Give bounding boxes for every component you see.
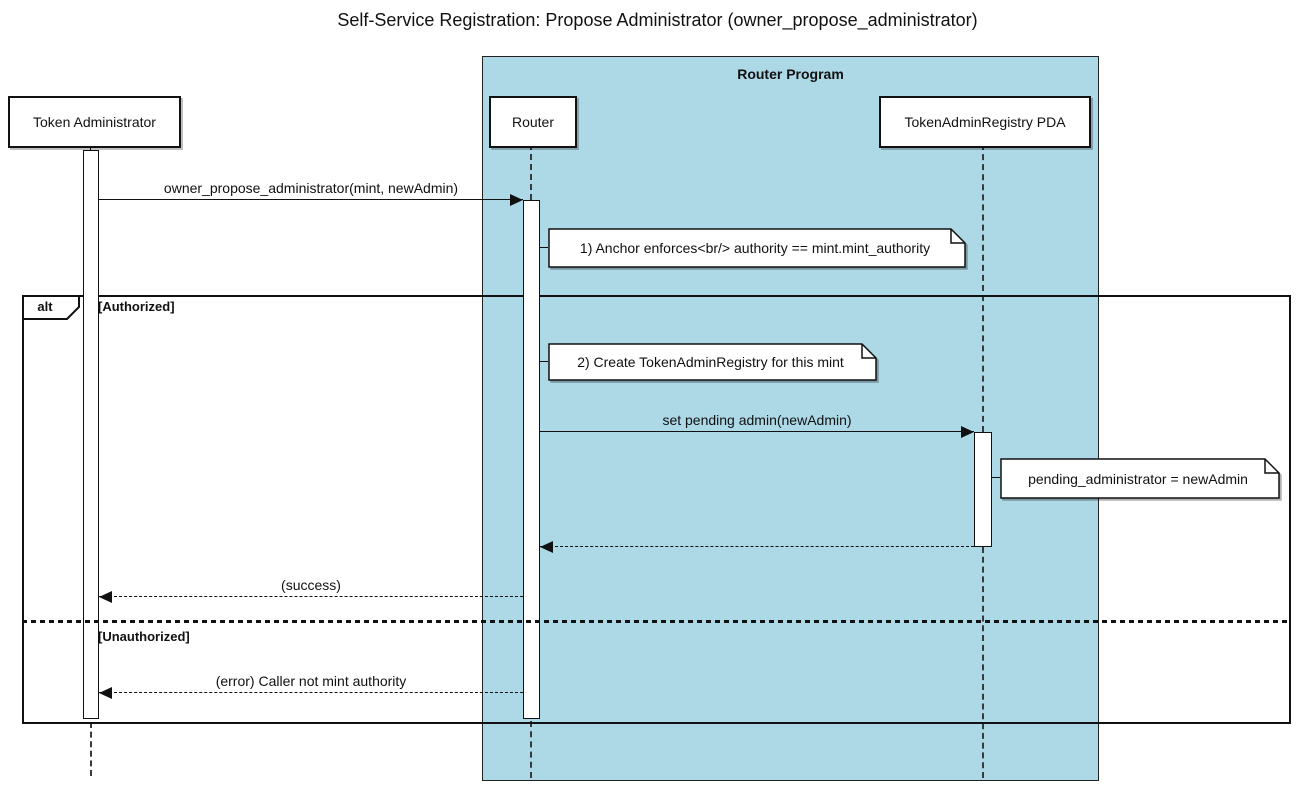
router-program-label: Router Program [737,66,844,82]
message-registry-return-line [540,546,974,547]
alt-operator-label: alt [37,299,53,314]
arrowhead-left-icon [99,591,112,603]
message-set-pending-admin-label: set pending admin(newAdmin) [662,412,852,428]
router-program-container: Router Program [482,56,1099,781]
alt-frame [22,295,1291,724]
message-error-line [99,692,523,693]
participant-router: Router [489,96,577,148]
guard-authorized: [Authorized] [98,299,175,314]
arrowhead-right-icon [961,426,974,438]
alt-operator-pentagon [22,295,80,325]
activation-token-administrator [83,150,99,719]
lifeline-registry-bottom [982,547,984,778]
arrowhead-left-icon [540,541,553,553]
participant-token-admin-registry-pda: TokenAdminRegistry PDA [879,96,1091,148]
arrowhead-left-icon [99,687,112,699]
note-anchor-enforces-text: 1) Anchor enforces<br/> authority == min… [579,240,931,256]
note-create-registry: 2) Create TokenAdminRegistry for this mi… [548,343,877,381]
note-pending-administrator: pending_administrator = newAdmin [1000,458,1280,499]
note1-connector [540,247,548,248]
note-create-registry-text: 2) Create TokenAdminRegistry for this mi… [577,354,844,370]
arrowhead-right-icon [510,194,523,206]
participant-token-administrator-label: Token Administrator [33,114,156,130]
participant-router-label: Router [511,114,555,130]
message-success-label: (success) [281,577,341,593]
lifeline-router-top [530,144,532,200]
activation-router [523,200,540,719]
note-pending-administrator-text: pending_administrator = newAdmin [1028,470,1248,487]
note-anchor-enforces: 1) Anchor enforces<br/> authority == min… [548,228,966,268]
participant-token-administrator: Token Administrator [8,96,181,148]
message-success-line [99,596,523,597]
diagram-title: Self-Service Registration: Propose Admin… [337,10,978,30]
activation-registry [974,432,992,547]
message-error-label: (error) Caller not mint authority [215,673,407,689]
lifeline-router-bottom [530,721,532,778]
message-owner-propose-administrator-label: owner_propose_administrator(mint, newAdm… [163,180,459,196]
note3-connector [992,477,1000,478]
note2-connector [540,361,548,362]
lifeline-registry-top [982,144,984,432]
alt-divider [22,620,1287,623]
message-owner-propose-administrator-line [99,199,523,200]
lifeline-token-administrator-bottom [90,722,92,776]
message-set-pending-admin-line [540,431,974,432]
guard-unauthorized: [Unauthorized] [98,629,190,644]
participant-token-admin-registry-pda-label: TokenAdminRegistry PDA [904,114,1066,130]
